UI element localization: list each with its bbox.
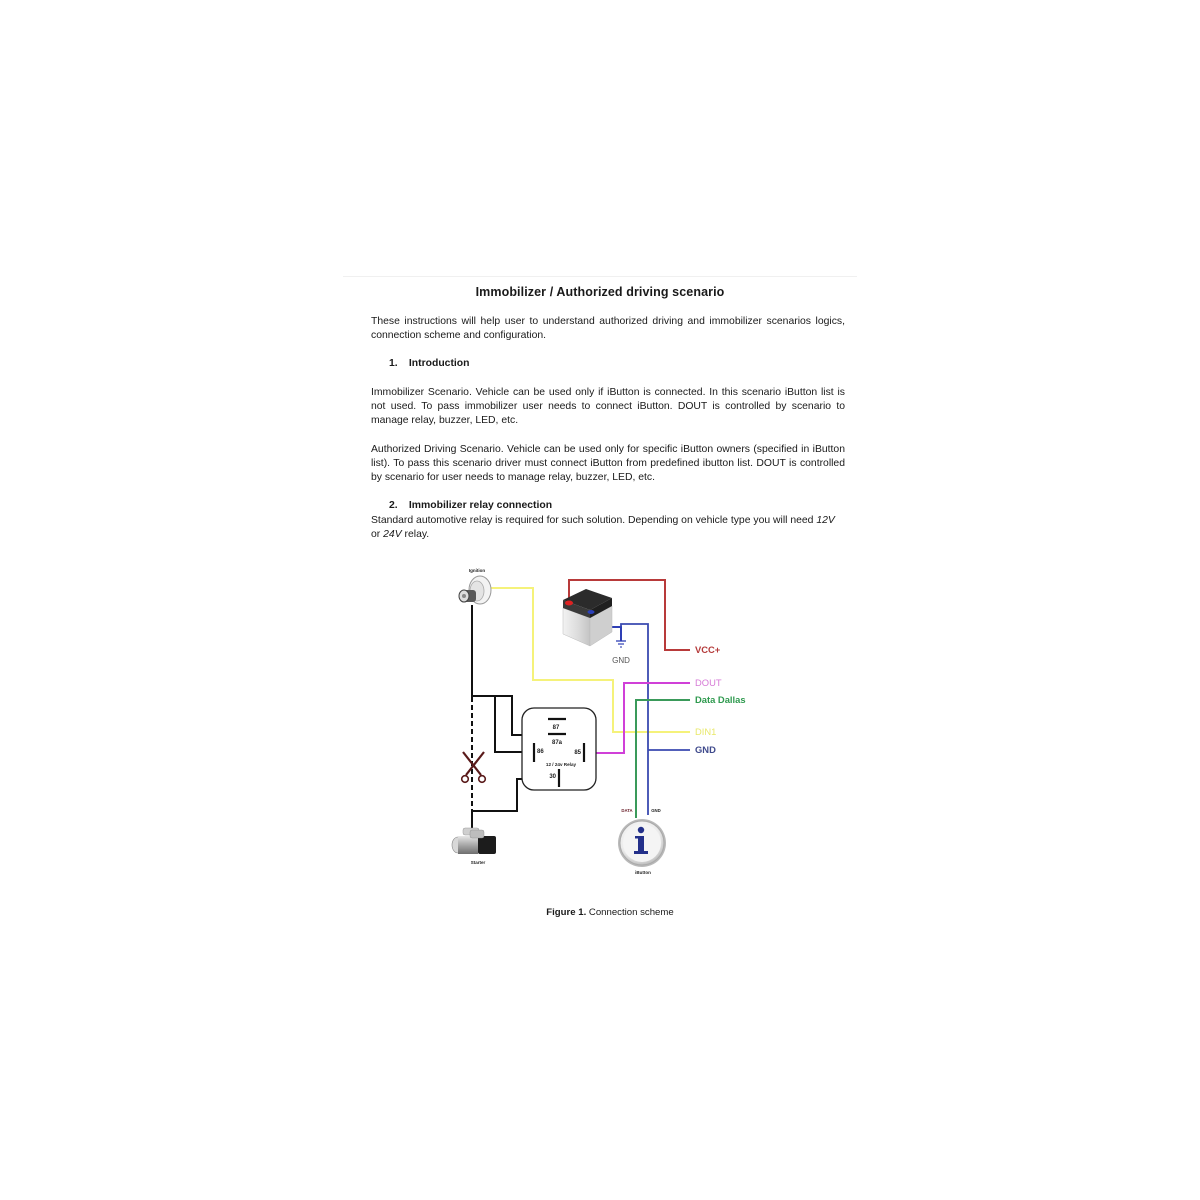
gnd-label: GND: [695, 744, 716, 755]
vcc-label: VCC+: [695, 644, 721, 655]
battery-icon: [562, 589, 613, 647]
intro-paragraph: These instructions will help user to und…: [371, 316, 845, 342]
starter-label: Starter: [471, 860, 486, 865]
ignition-icon: Ignition: [458, 568, 492, 605]
pin-30-label: 30: [549, 774, 556, 780]
data-dallas-label: Data Dallas: [695, 694, 746, 705]
wire-labels: VCC+ DOUT Data Dallas DIN1 GND: [695, 644, 746, 755]
pin-87a-label: 87a: [552, 740, 563, 746]
document-title: Immobilizer / Authorized driving scenari…: [475, 285, 725, 299]
section-title: Introduction: [408, 358, 470, 369]
scissors-icon: [460, 751, 487, 784]
relay-text-start: Standard automotive relay is required fo…: [371, 515, 817, 526]
figure-caption: Figure 1. Connection scheme: [520, 907, 700, 918]
figure-caption-text: Connection scheme: [586, 907, 674, 918]
relay-text-end: relay.: [401, 529, 430, 541]
section-heading-introduction: 1. Introduction: [389, 358, 470, 369]
relay: 87 87a 86 85 12 / 24v Relay 30: [521, 707, 597, 791]
ignition-label: Ignition: [469, 568, 485, 573]
ibutton-icon: DATA GND iButton: [618, 808, 666, 875]
pin-85-label: 85: [574, 750, 581, 756]
battery-gnd-label: GND: [612, 656, 630, 665]
section-number: 1.: [389, 358, 398, 369]
ibutton-label: iButton: [635, 870, 651, 875]
authorized-driving-paragraph: Authorized Driving Scenario. Vehicle can…: [371, 444, 845, 484]
dout-wire: [585, 682, 690, 754]
relay-voltage-24v: 24V: [383, 529, 402, 541]
starter-icon: Starter: [451, 827, 496, 865]
data-dallas-wire: [635, 699, 690, 818]
relay-requirement-paragraph: Standard automotive relay is required fo…: [371, 514, 845, 542]
page-top-rule: [343, 276, 857, 277]
din1-wire: [490, 587, 690, 733]
section-title: Immobilizer relay connection: [408, 500, 553, 511]
vcc-wire: [568, 579, 690, 651]
ibutton-data-label: DATA: [621, 808, 632, 813]
section-heading-relay-connection: 2. Immobilizer relay connection: [389, 500, 552, 511]
relay-text-or: or: [371, 529, 384, 541]
din1-label: DIN1: [695, 726, 716, 737]
gnd-wire: [620, 623, 649, 815]
dout-label: DOUT: [695, 677, 722, 688]
ground-symbol-icon: GND: [612, 640, 630, 665]
relay-voltage-12v: 12V: [816, 515, 835, 526]
immobilizer-scenario-paragraph: Immobilizer Scenario. Vehicle can be use…: [371, 387, 845, 427]
relay-type-label: 12 / 24v Relay: [546, 762, 577, 767]
pin-86-label: 86: [537, 749, 544, 755]
ibutton-gnd-label: GND: [651, 808, 661, 813]
pin-87-label: 87: [553, 725, 560, 731]
figure-number: Figure 1.: [546, 907, 587, 918]
section-number: 2.: [389, 500, 398, 511]
